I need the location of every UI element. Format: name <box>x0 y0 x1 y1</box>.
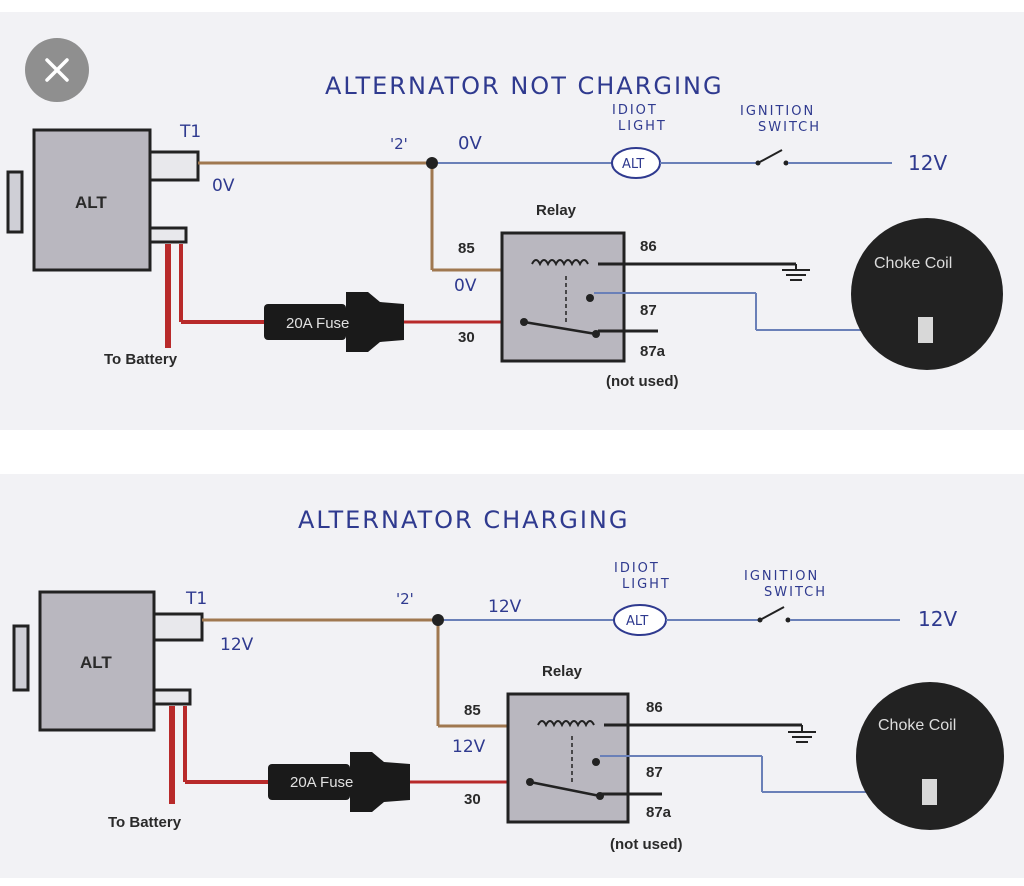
pin-87: 87 <box>646 764 663 781</box>
not-used-label: (not used) <box>610 836 683 853</box>
relay-coil-voltage: 12V <box>452 737 486 757</box>
pin-86: 86 <box>646 699 663 716</box>
ignition-label-2: SWITCH <box>758 120 821 135</box>
node-label: '2' <box>396 590 414 608</box>
idiot-light-label-1: IDIOT <box>614 561 660 576</box>
relay-coil-voltage: 0V <box>454 276 477 296</box>
t1-label: T1 <box>179 122 201 142</box>
t1-voltage: 0V <box>212 176 235 196</box>
pin-87a: 87a <box>646 804 672 821</box>
pin-30: 30 <box>458 329 475 346</box>
choke-coil: Choke Coil <box>856 682 1004 830</box>
alt-label: ALT <box>75 193 107 212</box>
diagram-title: ALTERNATOR NOT CHARGING <box>325 72 724 100</box>
pin-86: 86 <box>640 238 657 255</box>
pin-87a: 87a <box>640 343 666 360</box>
relay-label: Relay <box>542 663 583 680</box>
battery-label: To Battery <box>108 814 182 831</box>
diagram-title: ALTERNATOR CHARGING <box>298 506 629 534</box>
battery-label: To Battery <box>104 351 178 368</box>
relay <box>500 231 626 363</box>
relay <box>506 692 630 824</box>
choke-label: Choke Coil <box>878 717 956 734</box>
fuse-label: 20A Fuse <box>290 774 353 791</box>
alt-label: ALT <box>80 653 112 672</box>
node-label: '2' <box>390 135 408 153</box>
choke-coil: Choke Coil <box>851 218 1003 370</box>
idiot-light-text: ALT <box>622 157 644 172</box>
diagram-not-charging: ALTERNATOR NOT CHARGING ALT T1 0V To Bat… <box>0 12 1024 430</box>
ignition-label-1: IGNITION <box>744 569 819 584</box>
fuse: 20A Fuse <box>268 752 410 812</box>
supply-voltage: 12V <box>918 607 957 631</box>
ground-icon <box>788 731 816 743</box>
pin-30: 30 <box>464 791 481 808</box>
idiot-light-text: ALT <box>626 614 648 629</box>
fuse-label: 20A Fuse <box>286 315 349 332</box>
choke-label: Choke Coil <box>874 255 952 272</box>
idiot-light-label-1: IDIOT <box>612 103 658 118</box>
pin-85: 85 <box>464 702 481 719</box>
ignition-label-2: SWITCH <box>764 585 827 600</box>
pin-87: 87 <box>640 302 657 319</box>
pin-85: 85 <box>458 240 475 257</box>
idiot-light-label-2: LIGHT <box>618 119 667 134</box>
ignition-label-1: IGNITION <box>740 104 815 119</box>
idiot-light-label-2: LIGHT <box>622 577 671 592</box>
close-icon <box>45 58 69 82</box>
line-voltage: 12V <box>488 597 522 617</box>
relay-label: Relay <box>536 202 577 219</box>
t1-voltage: 12V <box>220 635 254 655</box>
line-voltage: 0V <box>458 133 482 154</box>
fuse: 20A Fuse <box>264 292 404 352</box>
ground-icon <box>782 269 810 281</box>
t1-label: T1 <box>185 589 207 609</box>
supply-voltage: 12V <box>908 151 947 175</box>
not-used-label: (not used) <box>606 373 679 390</box>
alternator: ALT <box>6 128 200 272</box>
alternator: ALT <box>12 590 204 732</box>
diagram-charging: ALTERNATOR CHARGING ALT T1 12V To Batter… <box>0 474 1024 878</box>
close-button[interactable] <box>25 38 89 102</box>
